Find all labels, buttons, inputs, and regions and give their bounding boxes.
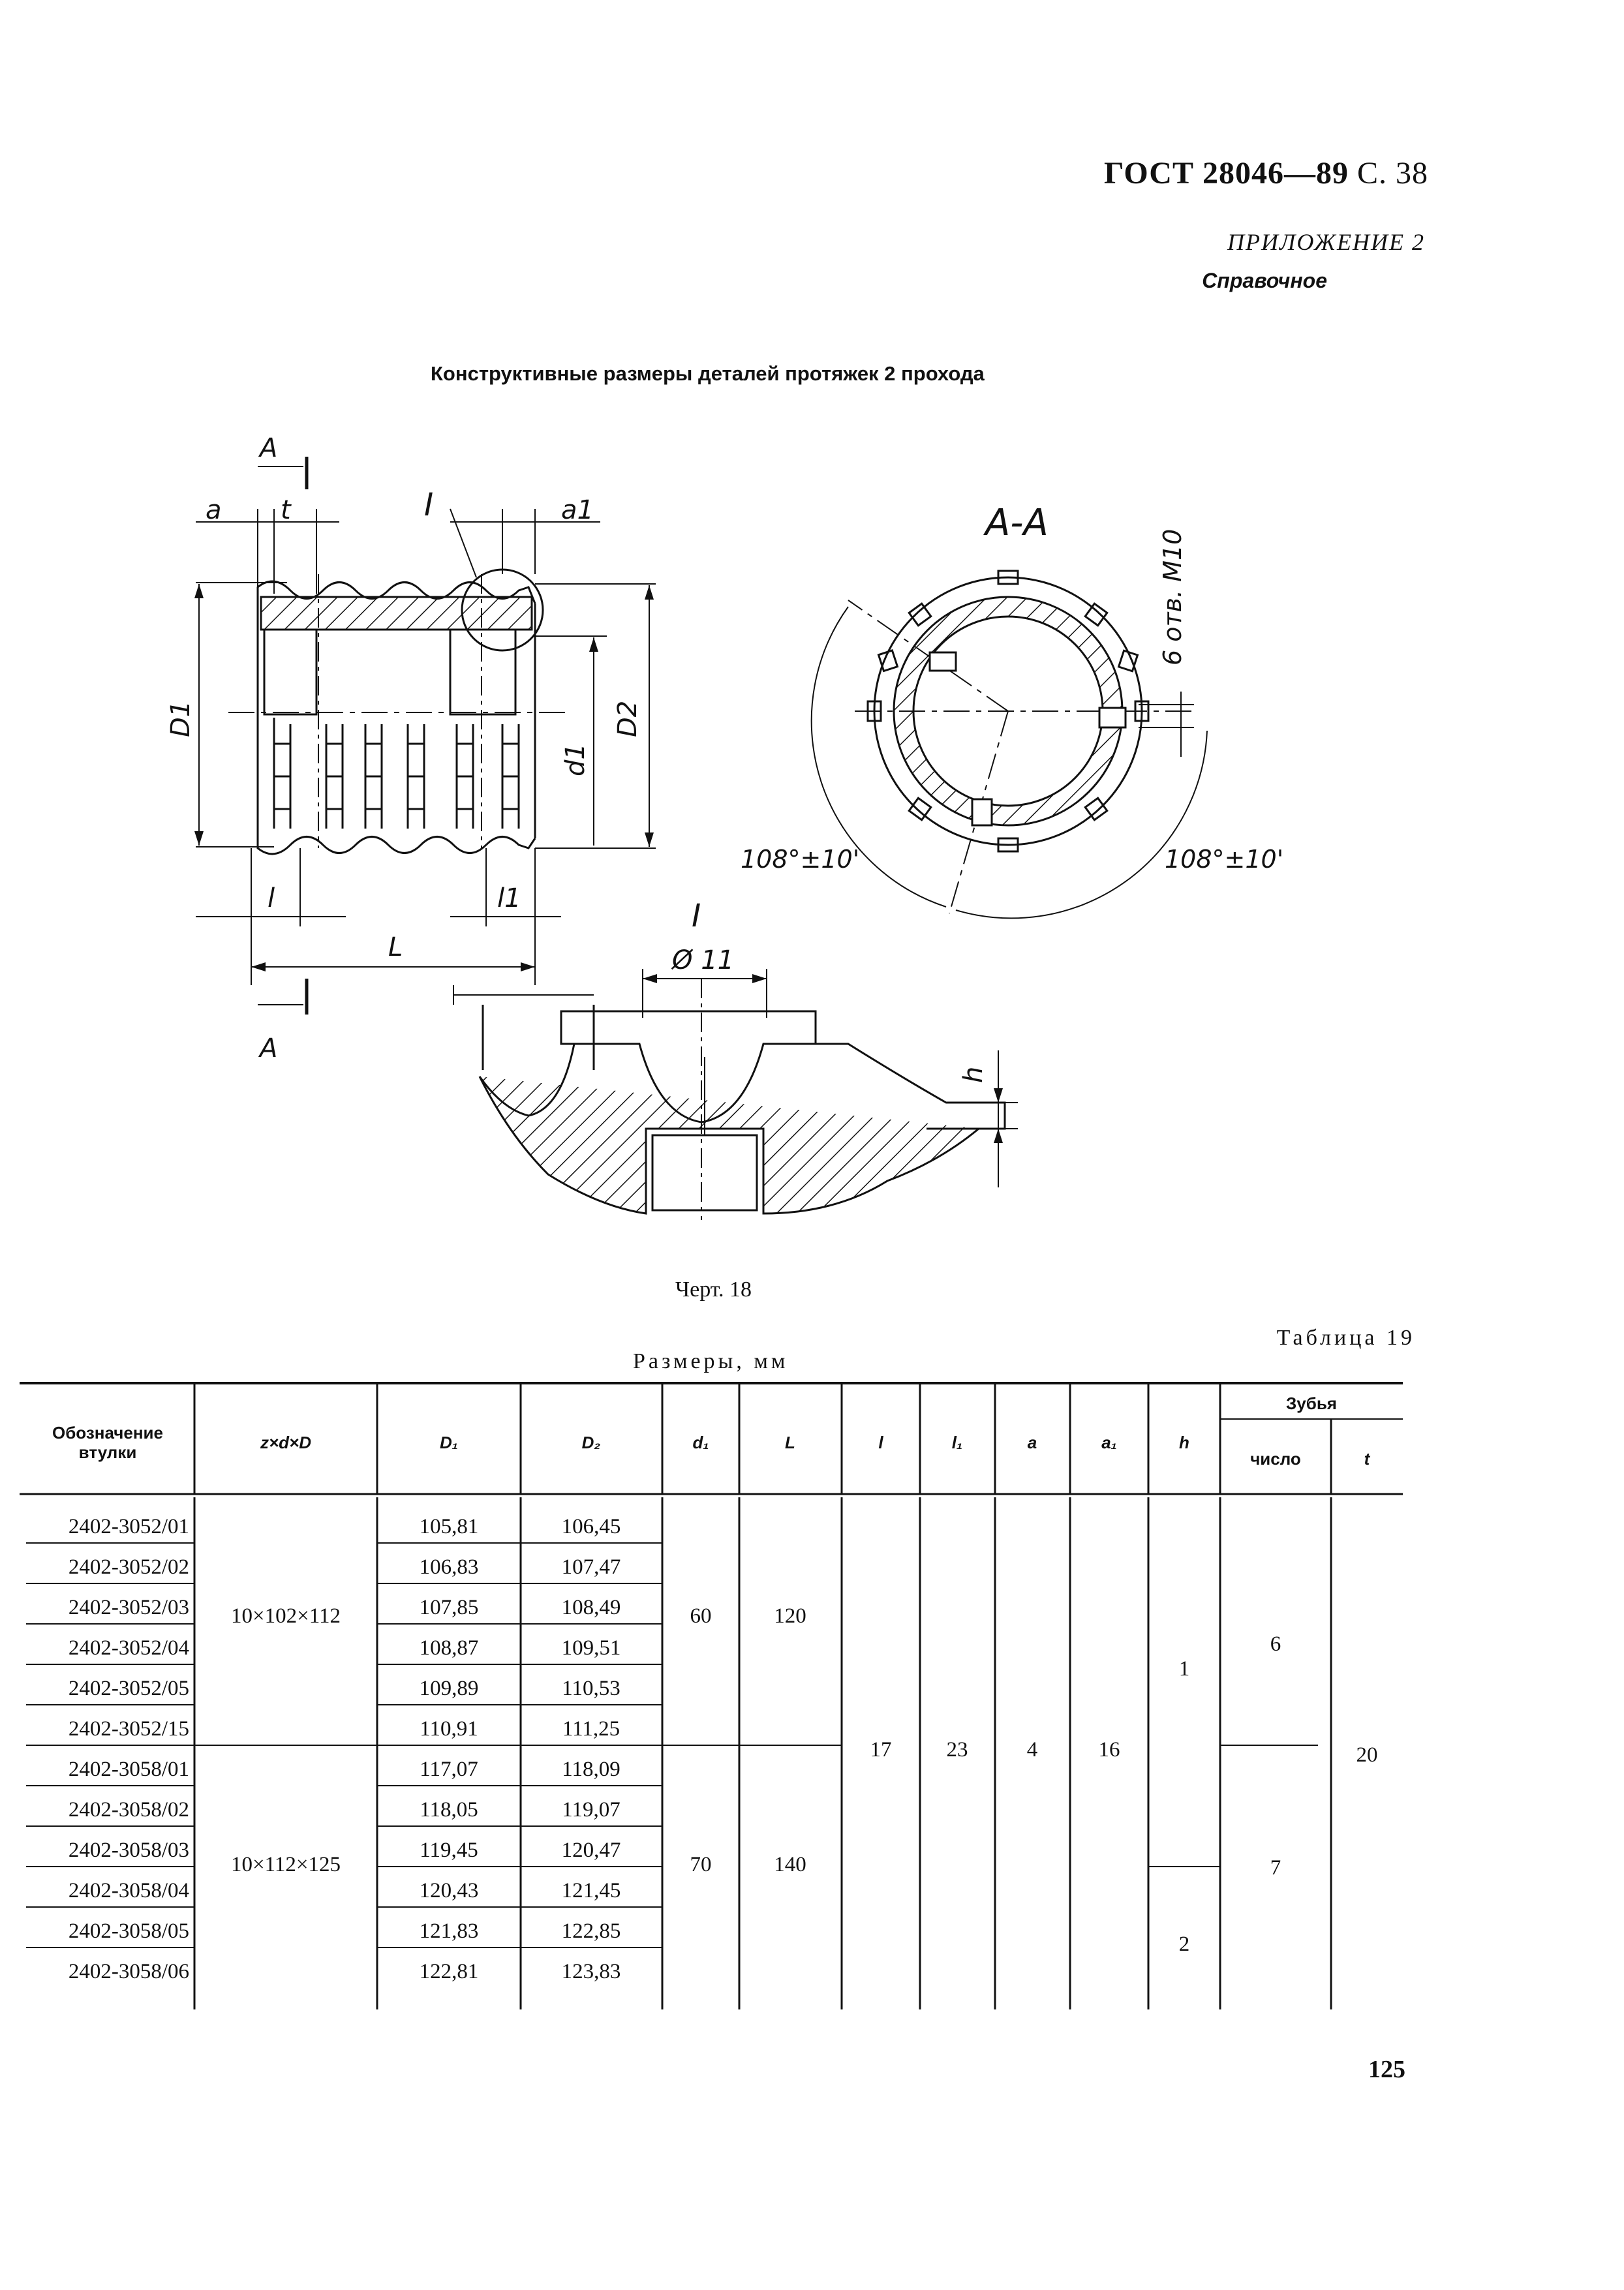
cell-D1: 117,07 [420,1758,478,1781]
cell-D1: 109,89 [420,1677,479,1700]
drawing-title: Конструктивные размеры деталей протяжек … [431,362,985,385]
header-teeth-count: число [1250,1449,1301,1469]
cell-D2: 111,25 [562,1717,620,1741]
section-mark-bottom: А [258,1033,277,1063]
angle-right-label: 108°±10' [1165,845,1283,874]
dim-d1-label: d1 [560,743,590,776]
cell-l: 17 [870,1738,892,1762]
appendix-label: ПРИЛОЖЕНИЕ 2 [1227,229,1425,255]
cell-D1: 118,05 [420,1798,478,1822]
diameter-label: Ø 11 [671,945,734,975]
header-D2: D₂ [582,1433,601,1452]
cell-h: 1 [1179,1657,1190,1681]
dim-D1-label: D1 [166,701,196,737]
cell-D1: 119,45 [420,1839,478,1862]
header-designation-line: Обозначение [52,1423,163,1443]
table-row-id: 2402-3058/02 [69,1798,189,1822]
table-row-id: 2402-3058/01 [69,1758,189,1781]
header-l: l [878,1433,883,1452]
cell-D1: 121,83 [420,1919,479,1943]
table-number: Таблица 19 [1276,1326,1415,1350]
hole-callout: 6 отв. М10 [1158,529,1187,665]
section-view-label: А-А [983,502,1049,544]
dim-h-label: h [958,1067,988,1083]
header-a1: a₁ [1101,1433,1117,1452]
cell-a: 4 [1027,1738,1038,1762]
table-row-id: 2402-3052/04 [69,1636,189,1660]
cell-D2: 118,09 [562,1758,620,1781]
cell-h: 2 [1179,1932,1190,1956]
header-d1: d₁ [692,1433,709,1452]
cell-D2: 119,07 [562,1798,620,1822]
header-L: L [785,1433,795,1452]
cell-zdD: 10×102×112 [231,1604,341,1628]
detail-view-label: I [692,898,701,934]
cell-D2: 108,49 [562,1596,621,1619]
dim-D2-label: D2 [613,701,643,737]
cell-D1: 107,85 [420,1596,479,1619]
header-teeth: Зубья [1286,1394,1337,1413]
cell-D1: 120,43 [420,1879,479,1902]
detail-mark-label: I [424,487,433,523]
page-reference: С. 38 [1356,156,1428,191]
table-19 [20,1382,1403,2009]
cell-D1: 106,83 [420,1555,479,1579]
angle-left-label: 108°±10' [741,845,859,874]
table-row-id: 2402-3058/03 [69,1839,189,1862]
section-mark-top: А [258,433,277,463]
cell-D2: 123,83 [562,1960,621,1983]
dim-a1-label: a1 [561,495,594,525]
cell-teeth-count: 6 [1270,1632,1281,1656]
cell-L: 120 [774,1604,806,1628]
cell-D2: 109,51 [562,1636,621,1660]
header-h: h [1179,1433,1189,1452]
table-row-id: 2402-3052/02 [69,1555,189,1579]
standard-number: ГОСТ 28046—89 [1104,156,1349,191]
cell-D2: 120,47 [562,1839,621,1862]
cell-D2: 122,85 [562,1919,621,1943]
header-D1: D₁ [440,1433,458,1452]
page-number: 125 [1368,2056,1405,2083]
table-row-id: 2402-3058/04 [69,1879,189,1902]
cell-D1: 110,91 [420,1717,478,1741]
table-row-id: 2402-3052/03 [69,1596,189,1619]
cell-D1: 105,81 [420,1515,479,1538]
dim-l-label: l [268,883,275,913]
table-row-id: 2402-3052/15 [69,1717,189,1741]
header-zdD: z×d×D [260,1433,311,1452]
dim-l1-label: l1 [497,883,521,913]
cell-D2: 110,53 [562,1677,620,1700]
header-a: a [1028,1433,1037,1452]
cell-D2: 121,45 [562,1879,621,1902]
table-row-id: 2402-3052/05 [69,1677,189,1700]
table-row-id: 2402-3058/05 [69,1919,189,1943]
dim-a-label: a [206,495,222,525]
standard-header: ГОСТ 28046—89 С. 38 [1104,155,1428,191]
cell-D1: 122,81 [420,1960,479,1983]
cell-teeth-count: 7 [1270,1856,1281,1880]
header-l1: l₁ [952,1433,962,1452]
header-teeth-t: t [1364,1449,1371,1469]
cell-D2: 107,47 [562,1555,621,1579]
appendix-kind: Справочное [1202,269,1327,292]
drawing-caption: Черт. 18 [675,1277,752,1302]
cell-D1: 108,87 [420,1636,479,1660]
cell-a1: 16 [1099,1738,1120,1762]
header-designation-line2: втулки [79,1443,137,1462]
cell-d1: 60 [690,1604,712,1628]
table-row-id: 2402-3052/01 [69,1515,189,1538]
dim-L-label: L [388,932,403,962]
table-row-id: 2402-3058/06 [69,1960,189,1983]
dim-t-label: t [281,495,292,525]
table-units: Размеры, мм [633,1349,789,1373]
cell-teeth-t: 20 [1356,1743,1378,1767]
cell-d1: 70 [690,1853,712,1876]
cell-L: 140 [774,1853,806,1876]
cell-zdD: 10×112×125 [231,1853,341,1876]
cell-D2: 106,45 [562,1515,621,1538]
cell-l1: 23 [947,1738,968,1762]
